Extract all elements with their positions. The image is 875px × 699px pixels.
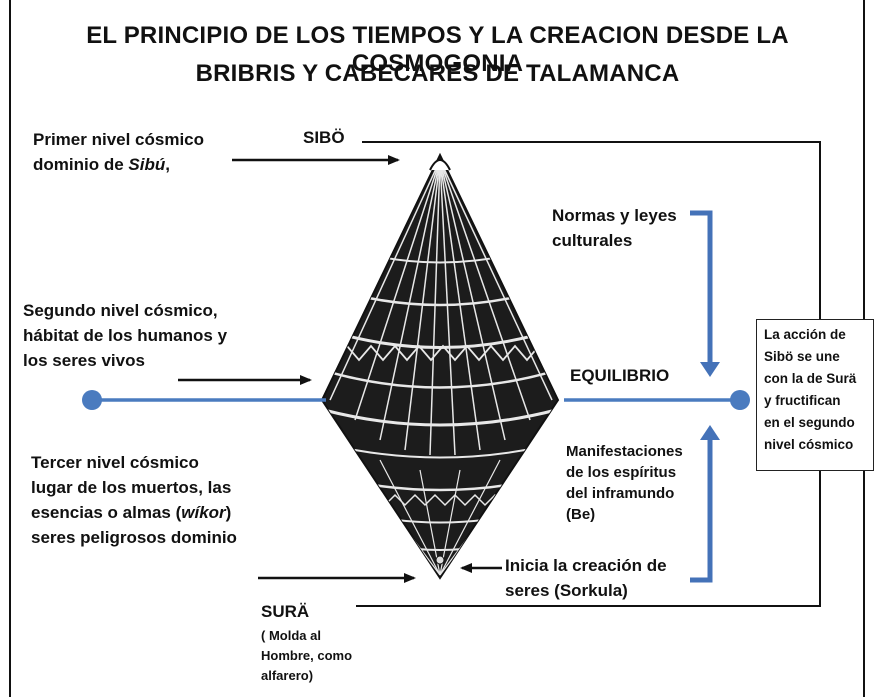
sibo-bracket-line <box>362 141 821 400</box>
sura-note-line-3: alfarero) <box>261 668 314 683</box>
sura-note-line-2: Hombre, como <box>261 648 353 663</box>
sibu-emphasis: Sibú <box>128 155 166 174</box>
second-level-label: Segundo nivel cósmico, hábitat de los hu… <box>23 298 227 373</box>
action-summary-box: La acción de Sibö se une con la de Surä … <box>756 319 874 471</box>
sura-note: ( Molda al Hombre, como alfarero) <box>261 626 352 686</box>
summary-line-3: con la de Surä <box>764 371 857 386</box>
cone-body <box>320 152 560 580</box>
norms-bracket <box>690 210 720 377</box>
manifest-line-4: (Be) <box>566 506 596 523</box>
summary-line-1: La acción de <box>764 327 846 342</box>
norms-line-2: culturales <box>552 231 633 250</box>
first-level-label: Primer nivel cósmico dominio de Sibú, <box>33 127 204 177</box>
summary-line-6: nivel cósmico <box>764 437 854 452</box>
norms-label: Normas y leyes culturales <box>552 203 677 253</box>
manifest-line-3: del inframundo <box>566 485 675 502</box>
second-level-line-2: hábitat de los humanos y <box>23 326 228 345</box>
manifestations-label: Manifestaciones de los espíritus del inf… <box>566 441 683 525</box>
creation-line-1: Inicia la creación de <box>505 556 667 575</box>
third-level-line-3: esencias o almas (wíkor) <box>31 503 232 522</box>
action-summary-text: La acción de Sibö se une con la de Surä … <box>764 324 856 456</box>
sura-note-line-1: ( Molda al <box>261 628 321 643</box>
sura-label: SURÄ <box>261 602 310 621</box>
first-level-line-2: dominio de Sibú, <box>33 155 170 174</box>
third-level-line-2: lugar de los muertos, las <box>31 478 232 497</box>
third-level-line-1: Tercer nivel cósmico <box>31 453 199 472</box>
right-balance-node <box>730 390 750 410</box>
creation-line-2: seres (Sorkula) <box>505 581 628 600</box>
manifest-line-1: Manifestaciones <box>566 443 683 460</box>
creation-label: Inicia la creación de seres (Sorkula) <box>505 553 667 603</box>
equilibrio-label: EQUILIBRIO <box>570 366 670 385</box>
norms-line-1: Normas y leyes <box>552 206 677 225</box>
summary-line-2: Sibö se une <box>764 349 840 364</box>
left-balance-node <box>82 390 102 410</box>
manifestations-bracket <box>690 425 720 583</box>
diagram-title-line-1: EL PRINCIPIO DE LOS TIEMPOS Y LA CREACIO… <box>86 22 789 77</box>
summary-line-4: y fructifican <box>764 393 841 408</box>
second-level-line-3: los seres vivos <box>23 351 145 370</box>
second-level-line-1: Segundo nivel cósmico, <box>23 301 218 320</box>
wikor-emphasis: wíkor <box>181 503 226 522</box>
summary-line-5: en el segundo <box>764 415 855 430</box>
manifest-line-2: de los espíritus <box>566 464 677 481</box>
third-level-line-4: seres peligrosos dominio <box>31 528 237 547</box>
sibo-label: SIBÖ <box>303 128 345 147</box>
conical-house-illustration <box>320 152 560 584</box>
first-level-line-1: Primer nivel cósmico <box>33 130 205 149</box>
third-level-label: Tercer nivel cósmico lugar de los muerto… <box>31 450 237 550</box>
diagram-title-line-2: BRIBRIS Y CABECARES DE TALAMANCA <box>195 60 680 87</box>
